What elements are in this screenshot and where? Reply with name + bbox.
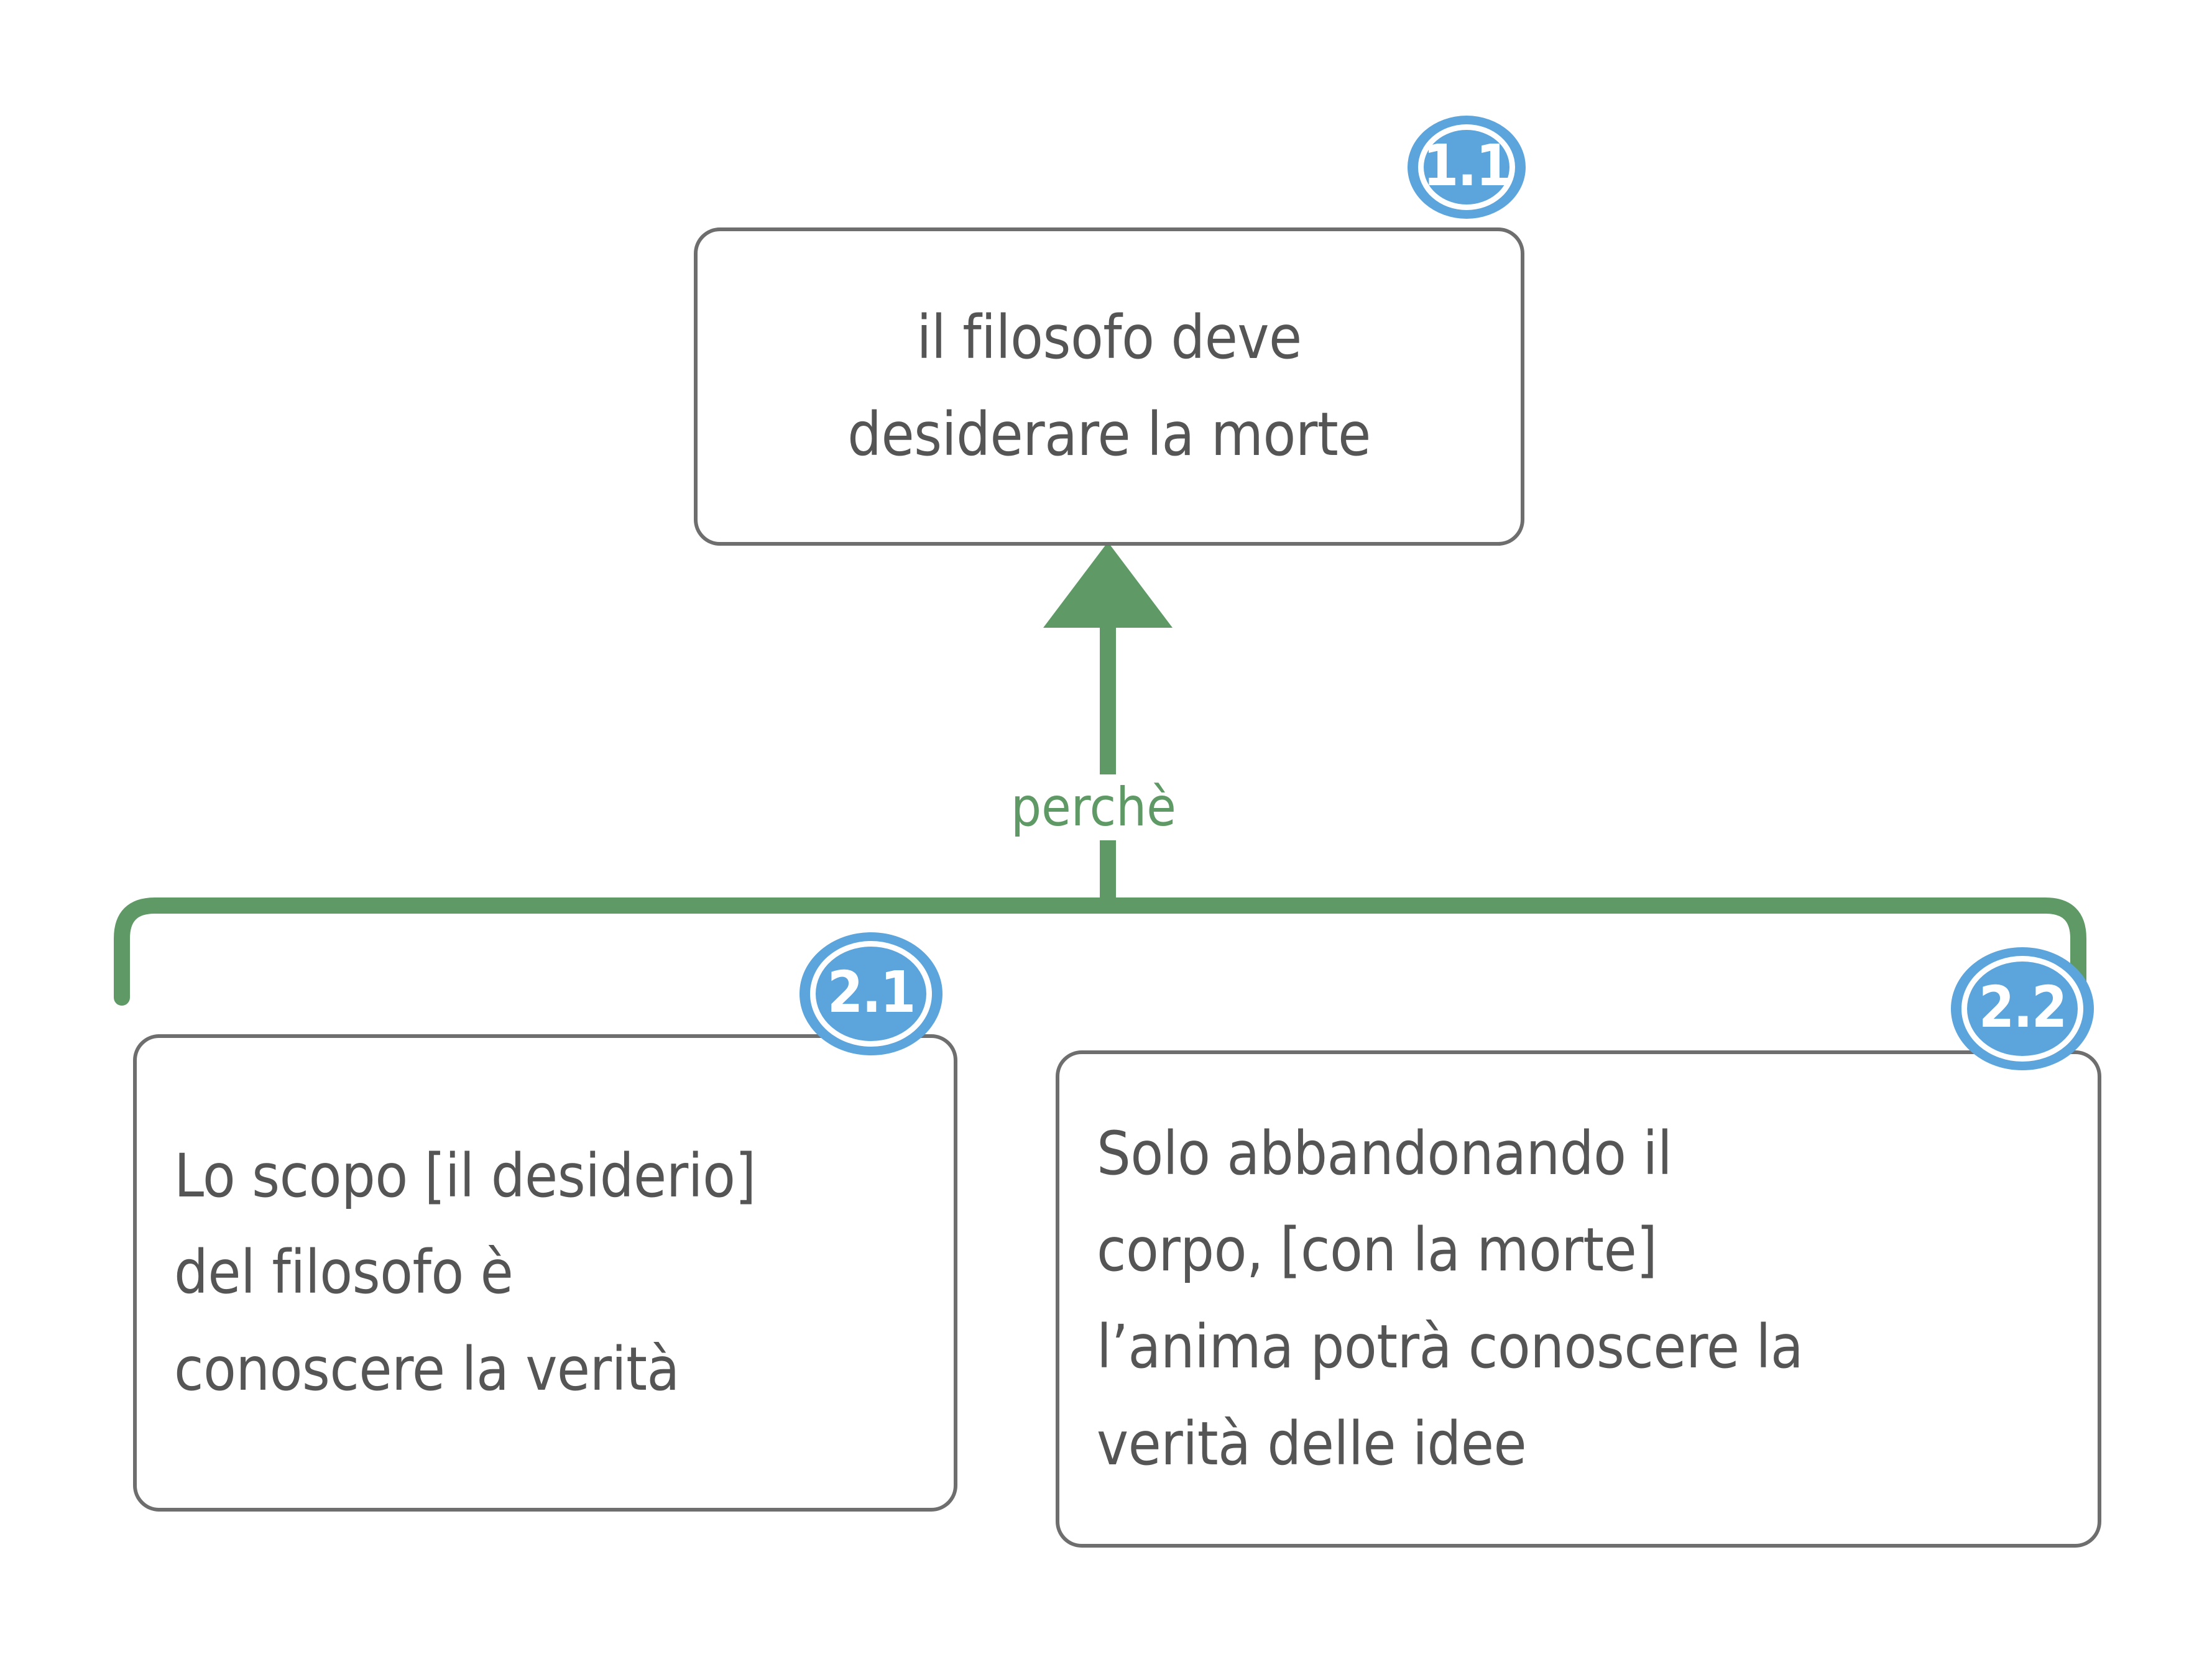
node-2-2[interactable]: Solo abbandonando il corpo, [con la mort… [1056,1050,2101,1548]
node-2-1-badge[interactable]: 2.1 [800,932,942,1055]
node-1-1[interactable]: il filosofo deve desiderare la morte [694,227,1524,546]
node-2-2-badge[interactable]: 2.2 [1951,947,2094,1070]
node-1-1-badge[interactable]: 1.1 [1408,116,1526,219]
node-1-1-badge-label: 1.1 [1422,132,1512,199]
node-2-1[interactable]: Lo scopo [il desiderio] del filosofo è c… [133,1034,957,1512]
edge-label-perche: perchè [1001,774,1186,840]
node-2-2-text: Solo abbandonando il corpo, [con la mort… [1097,1118,1804,1479]
node-2-1-badge-label: 2.1 [827,959,916,1026]
node-2-1-text: Lo scopo [il desiderio] del filosofo è c… [174,1141,756,1404]
node-2-2-badge-label: 2.2 [1978,974,2068,1040]
node-1-1-text: il filosofo deve desiderare la morte [847,303,1371,469]
support-arrowhead [1043,542,1173,628]
support-bracket [114,897,2086,1006]
